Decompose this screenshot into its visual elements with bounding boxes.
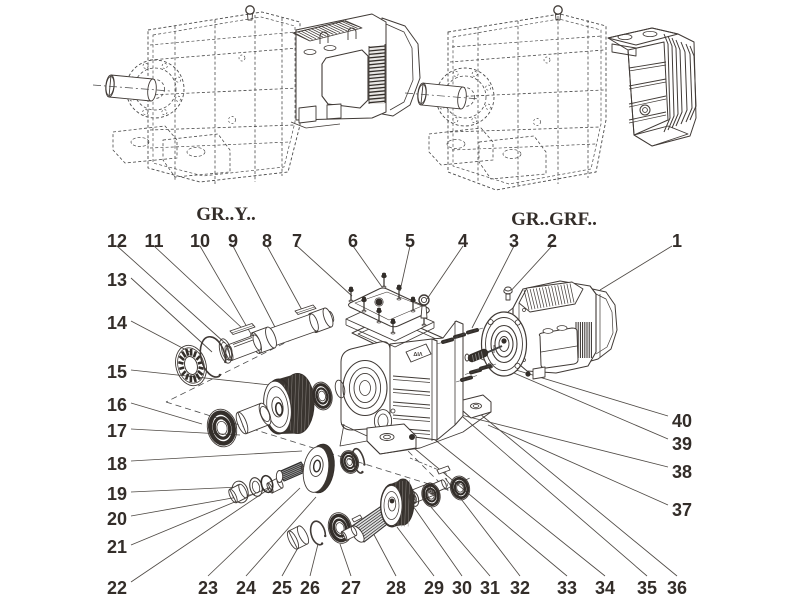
svg-text:15: 15 <box>107 362 127 382</box>
svg-text:12: 12 <box>107 231 127 251</box>
svg-text:13: 13 <box>107 270 127 290</box>
svg-text:36: 36 <box>667 578 687 598</box>
svg-text:20: 20 <box>107 509 127 529</box>
svg-text:GR..Y..: GR..Y.. <box>196 204 255 225</box>
svg-text:18: 18 <box>107 454 127 474</box>
svg-text:30: 30 <box>452 578 472 598</box>
svg-text:9: 9 <box>228 231 238 251</box>
svg-text:26: 26 <box>300 578 320 598</box>
svg-text:16: 16 <box>107 395 127 415</box>
svg-text:7: 7 <box>292 231 302 251</box>
svg-text:19: 19 <box>107 484 127 504</box>
svg-text:14: 14 <box>107 313 127 333</box>
svg-text:11: 11 <box>144 231 163 251</box>
svg-text:32: 32 <box>510 578 530 598</box>
svg-text:29: 29 <box>424 578 444 598</box>
svg-text:6: 6 <box>348 231 358 251</box>
svg-text:ΔIΛ: ΔIΛ <box>413 352 422 358</box>
svg-text:17: 17 <box>107 421 127 441</box>
svg-text:8: 8 <box>262 231 272 251</box>
svg-text:31: 31 <box>480 578 500 598</box>
svg-text:1: 1 <box>672 231 682 251</box>
svg-text:2: 2 <box>547 231 557 251</box>
svg-text:28: 28 <box>386 578 406 598</box>
svg-text:39: 39 <box>672 434 692 454</box>
svg-text:3: 3 <box>509 231 519 251</box>
svg-text:22: 22 <box>107 578 127 598</box>
svg-text:40: 40 <box>672 411 692 431</box>
svg-text:27: 27 <box>341 578 361 598</box>
svg-text:4: 4 <box>458 231 468 251</box>
svg-text:10: 10 <box>190 231 210 251</box>
svg-text:GR..GRF..: GR..GRF.. <box>511 209 597 230</box>
svg-text:35: 35 <box>637 578 657 598</box>
svg-text:24: 24 <box>236 578 256 598</box>
svg-text:37: 37 <box>672 500 692 520</box>
svg-text:21: 21 <box>107 537 127 557</box>
svg-text:33: 33 <box>557 578 577 598</box>
svg-text:25: 25 <box>272 578 292 598</box>
svg-text:38: 38 <box>672 462 692 482</box>
svg-text:34: 34 <box>595 578 615 598</box>
svg-text:5: 5 <box>405 231 415 251</box>
svg-text:23: 23 <box>198 578 218 598</box>
